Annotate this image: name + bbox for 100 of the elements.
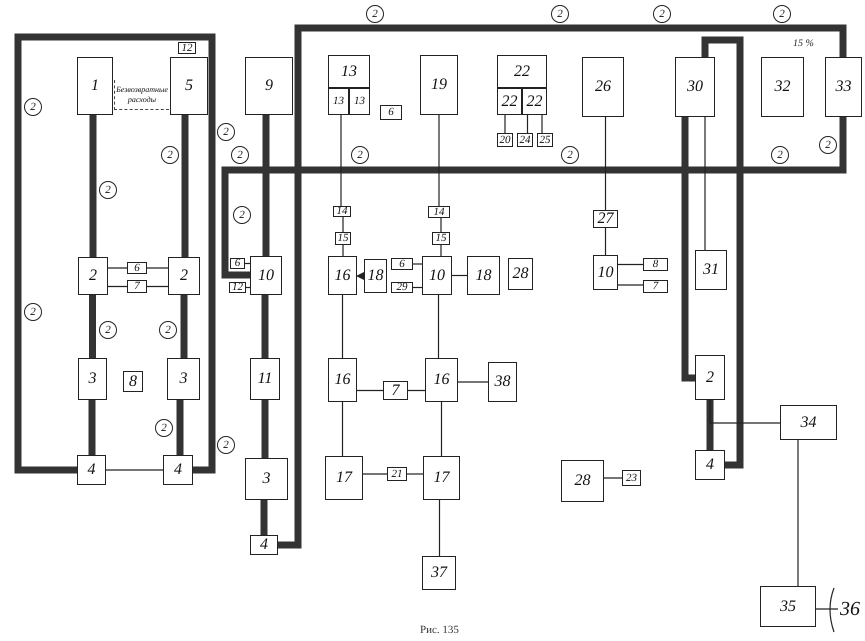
process-box: [422, 256, 452, 295]
pipe-line: [262, 295, 268, 358]
connector-line: [438, 295, 440, 358]
process-box: [349, 88, 370, 115]
process-box: [423, 456, 460, 500]
block-number: 2: [180, 268, 188, 284]
numbered-circle: 2: [653, 5, 671, 23]
connector-line: [106, 469, 163, 471]
connector-line: [504, 115, 506, 133]
process-box: [643, 280, 668, 293]
block-number: 6: [388, 107, 394, 118]
pipe-line: [90, 115, 96, 257]
block-number: 36: [840, 599, 860, 619]
block-number: 2: [89, 268, 97, 284]
block-number: 6: [234, 258, 240, 269]
block-number: 3: [262, 471, 270, 487]
block-number: 6: [134, 262, 140, 274]
block-number: 33: [836, 79, 852, 95]
block-number: 10: [429, 268, 445, 284]
connector-line: [438, 115, 440, 206]
numbered-circle: 2: [159, 321, 177, 339]
block-number: 8: [652, 259, 658, 270]
process-box: [380, 105, 402, 120]
process-box: [387, 467, 407, 481]
process-box: [522, 88, 547, 115]
block-number: 2: [706, 370, 714, 386]
process-box: [780, 405, 837, 440]
process-box: [622, 470, 641, 486]
pipe-line: [89, 295, 96, 358]
pipe-line: [262, 400, 268, 458]
process-box: [432, 232, 450, 245]
figure-caption: Рис. 135: [420, 624, 459, 636]
process-box: [245, 458, 288, 500]
connector-line: [604, 477, 622, 479]
numbered-circle: 2: [366, 5, 384, 23]
connector-line: [458, 381, 488, 383]
process-box: [422, 556, 456, 590]
process-box: [695, 355, 725, 400]
block-number: 27: [598, 211, 614, 227]
block-number: 1: [91, 78, 99, 94]
process-box: [328, 55, 370, 88]
block-number: 10: [598, 264, 614, 280]
pipe-line: [222, 117, 846, 278]
process-box: [328, 358, 357, 402]
process-box: [325, 456, 363, 500]
process-box: [335, 232, 351, 245]
process-box: [333, 206, 351, 217]
connector-line: [618, 264, 643, 266]
block-number: 29: [396, 282, 408, 293]
block-number: 24: [520, 134, 530, 146]
process-box: [593, 255, 618, 290]
block-number: 21: [392, 468, 402, 480]
connector-line: [816, 608, 838, 610]
connector-line: [797, 440, 799, 586]
block-number: 4: [706, 457, 714, 473]
numbered-circle: 2: [231, 146, 249, 164]
process-box: [163, 455, 193, 485]
numbered-circle: 2: [773, 5, 791, 23]
process-box: [582, 57, 624, 117]
numbered-circle: 2: [351, 146, 369, 164]
numbered-circle: 2: [155, 419, 173, 437]
process-box: [383, 381, 408, 400]
numbered-circle: 2: [24, 98, 42, 116]
connector-line: [363, 473, 387, 475]
process-box: [77, 57, 113, 115]
block-number: 8: [129, 374, 137, 390]
process-box: [250, 256, 282, 295]
block-number: 22: [514, 64, 530, 80]
process-box: [508, 258, 533, 290]
process-box: [760, 586, 816, 627]
process-box: [250, 358, 280, 400]
numbered-circle: 2: [217, 436, 235, 454]
connector-line: [342, 245, 344, 256]
block-number: 26: [595, 79, 611, 95]
process-box: [168, 257, 200, 295]
connector-line: [440, 402, 442, 456]
block-number: 17: [336, 470, 352, 486]
numbered-circle: 2: [561, 146, 579, 164]
note-text: Безвозвратные расходы: [115, 85, 169, 104]
process-box: [497, 88, 522, 115]
pipe-line: [706, 400, 714, 450]
block-number: 4: [88, 462, 96, 478]
block-number: 11: [258, 371, 272, 387]
block-number: 20: [500, 134, 510, 146]
process-box: [537, 133, 553, 147]
process-box: [245, 57, 293, 115]
connector-line: [147, 286, 168, 288]
block-number: 17: [434, 470, 450, 486]
numbered-circle: 2: [233, 206, 251, 224]
block-number: 22: [526, 94, 542, 110]
numbered-circle: 2: [99, 181, 117, 199]
block-number: 22: [502, 94, 518, 110]
process-box: [391, 282, 413, 293]
connector-line: [709, 400, 780, 424]
block-number: 16: [434, 372, 450, 388]
process-box: [593, 210, 618, 228]
block-number: 25: [540, 134, 550, 146]
pipe-line: [702, 36, 744, 468]
block-number: 18: [368, 268, 384, 284]
block-number: 13: [354, 96, 365, 107]
